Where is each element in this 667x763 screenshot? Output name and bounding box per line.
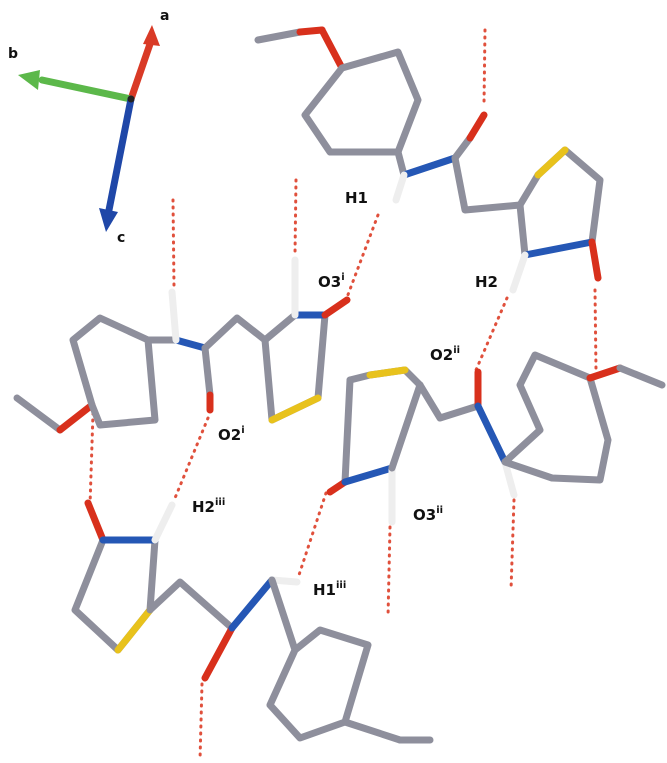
hbond-o2i-h2iii bbox=[173, 416, 210, 500]
hbond-h-mid-down bbox=[386, 525, 392, 619]
mol1-methyl-o bbox=[254, 28, 304, 44]
hbond-bottom-left bbox=[198, 682, 204, 762]
axis-a-label: a bbox=[160, 8, 169, 24]
mol4-benzene bbox=[266, 576, 372, 742]
label-h2iii: H2iii bbox=[192, 497, 225, 516]
hbond-o-right-ring bbox=[593, 288, 598, 372]
hbond-top-mid bbox=[293, 178, 298, 256]
axis-b-label: b bbox=[8, 46, 18, 62]
molecule-2 bbox=[13, 256, 351, 434]
axis-origin bbox=[127, 95, 135, 103]
axis-a-line bbox=[127, 40, 154, 103]
mol4-ring bbox=[71, 536, 159, 654]
label-h2: H2 bbox=[475, 273, 498, 291]
molecule-3 bbox=[326, 351, 666, 526]
mol1-h1 bbox=[392, 171, 408, 204]
axis-c-arrowhead bbox=[99, 208, 118, 232]
atom-labels: H1 O3i H2 O2ii O2i H2iii O3ii H1iii bbox=[192, 189, 498, 599]
mol1-ring bbox=[516, 146, 604, 246]
axis-b-line bbox=[38, 76, 135, 103]
axis-a-arrowhead bbox=[143, 25, 160, 46]
axis-b-arrowhead bbox=[18, 70, 40, 90]
hbond-top-left bbox=[171, 198, 176, 288]
label-o3ii: O3ii bbox=[413, 505, 443, 524]
label-o2ii: O2ii bbox=[430, 345, 460, 364]
hbond-top-right bbox=[482, 28, 487, 106]
molecule-1 bbox=[254, 26, 604, 294]
hydrogen-bonds bbox=[88, 28, 598, 762]
molecule-4 bbox=[71, 499, 434, 744]
mol1-h2 bbox=[509, 251, 529, 294]
axis-c-label: c bbox=[117, 230, 125, 246]
mol2-h bbox=[168, 288, 180, 344]
hbond-left-ring-o bbox=[88, 411, 95, 507]
molecules bbox=[13, 26, 666, 744]
label-o3i: O3i bbox=[318, 272, 345, 291]
label-h1iii: H1iii bbox=[313, 580, 346, 599]
label-h1: H1 bbox=[345, 189, 368, 207]
hbond-o3ii-h1iii bbox=[296, 491, 328, 580]
mol1-benzene bbox=[301, 48, 422, 156]
hbond-h2-o2ii bbox=[474, 296, 509, 372]
label-o2i: O2i bbox=[218, 425, 245, 444]
axes-indicator: a b c bbox=[8, 8, 169, 246]
axis-c-line bbox=[105, 95, 135, 214]
hbond-h1-o3i bbox=[344, 213, 380, 302]
hbond-h-right-down bbox=[509, 498, 516, 592]
